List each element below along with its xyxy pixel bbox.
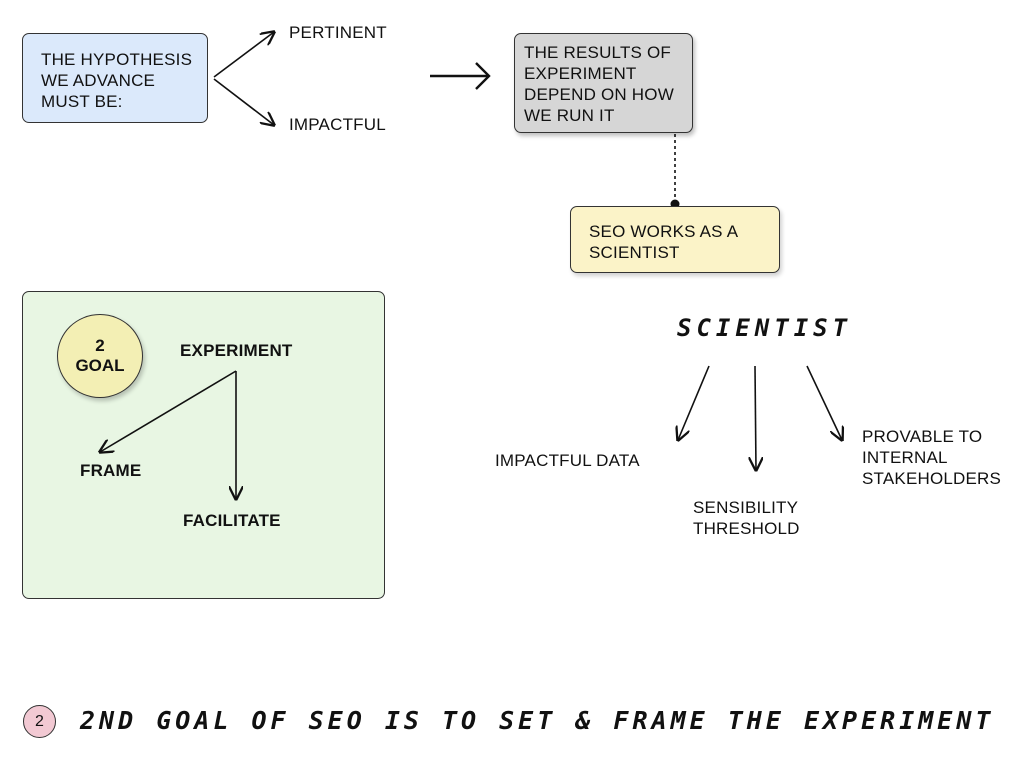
results-line: THE RESULTS OF [524, 43, 672, 62]
footer-caption: 2ND GOAL OF SEO IS TO SET & FRAME THE EX… [80, 706, 995, 735]
arrow-to-frame [100, 370, 237, 452]
frame-label: FRAME [80, 461, 142, 480]
scientist-title: SCIENTIST [677, 314, 853, 342]
hypothesis-line: THE HYPOTHESIS [41, 50, 193, 69]
arrow-impactful-data [678, 365, 710, 440]
hypothesis-box: THE HYPOTHESIS WE ADVANCE MUST BE: [22, 33, 208, 123]
results-box: THE RESULTS OF EXPERIMENT DEPEND ON HOW … [514, 33, 693, 133]
results-line: WE RUN IT [524, 106, 615, 125]
goal-circle: 2 GOAL [57, 314, 143, 398]
experiment-label: EXPERIMENT [180, 341, 293, 360]
hypothesis-line: WE ADVANCE [41, 71, 156, 90]
provable-label: PROVABLE TO INTERNAL STAKEHOLDERS [862, 426, 1001, 489]
seo-scientist-box: SEO WORKS AS A SCIENTIST [570, 206, 780, 273]
pertinent-label: PERTINENT [289, 23, 387, 42]
seo-line: SEO WORKS AS A [589, 222, 739, 241]
goal-label: GOAL [75, 356, 125, 375]
arrow-to-pertinent [213, 32, 274, 78]
provable-line: STAKEHOLDERS [862, 469, 1002, 488]
hypothesis-line: MUST BE: [41, 92, 123, 111]
threshold-line: THRESHOLD [693, 519, 800, 538]
footer-badge: 2 [23, 705, 56, 738]
provable-line: PROVABLE TO [862, 427, 983, 446]
sensibility-threshold-label: SENSIBILITY THRESHOLD [693, 497, 800, 539]
arrow-provable [806, 365, 842, 440]
goal-number: 2 [95, 336, 105, 355]
provable-line: INTERNAL [862, 448, 948, 467]
impactful-data-label: IMPACTFUL DATA [495, 451, 640, 470]
arrow-to-impactful [213, 78, 274, 125]
impactful-label: IMPACTFUL [289, 115, 386, 134]
seo-line: SCIENTIST [589, 243, 680, 262]
arrow-sensibility [755, 365, 756, 470]
sensibility-line: SENSIBILITY [693, 498, 799, 517]
results-line: DEPEND ON HOW [524, 85, 674, 104]
results-line: EXPERIMENT [524, 64, 637, 83]
facilitate-label: FACILITATE [183, 511, 281, 530]
